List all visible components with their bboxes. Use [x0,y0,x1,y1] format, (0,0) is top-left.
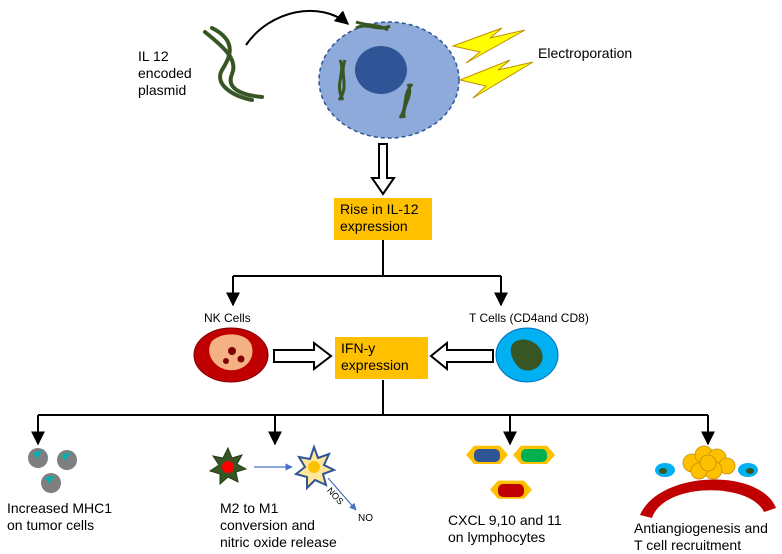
ifn-expression-box: IFN-y expression [335,337,428,379]
rise-il12-box: Rise in IL-12 expression [334,198,432,240]
branch-lines-top [226,240,508,307]
macrophage-m1-icon [293,443,337,491]
macrophage-icon [208,446,248,486]
nk-to-ifn-arrow [273,340,333,372]
tumor-cell-icon [28,448,77,493]
hollow-down-arrow [370,143,396,196]
plasmid-to-cell-arrow [245,10,350,46]
outcome-cxcl-label: CXCL 9,10 and 11 on lymphocytes [448,512,562,545]
outcome-antiangio-label: Antiangiogenesis and T cell recruitment [634,520,768,553]
branch-lines-bottom [31,380,715,446]
blood-vessel-icon [640,445,776,518]
outcome-mhc1-label: Increased MHC1 on tumor cells [7,500,113,533]
cell-icon [318,20,460,139]
no-label: NO [358,513,373,524]
outcome-m2m1-label: M2 to M1 conversion and nitric oxide rel… [220,500,337,550]
t-cells-label: T Cells (CD4and CD8) [469,311,589,325]
nos-arrow [327,477,357,511]
tcell-to-ifn-arrow [429,340,494,372]
plasmid-icon [203,26,264,102]
nk-cell-icon [193,327,269,383]
plasmid-label: IL 12 encoded plasmid [138,48,192,98]
lymphocyte-icon [466,445,555,499]
nk-cells-label: NK Cells [204,311,251,325]
lightning-bolt-icon [451,27,534,99]
electroporation-label: Electroporation [538,45,633,61]
t-cell-icon [495,327,559,383]
